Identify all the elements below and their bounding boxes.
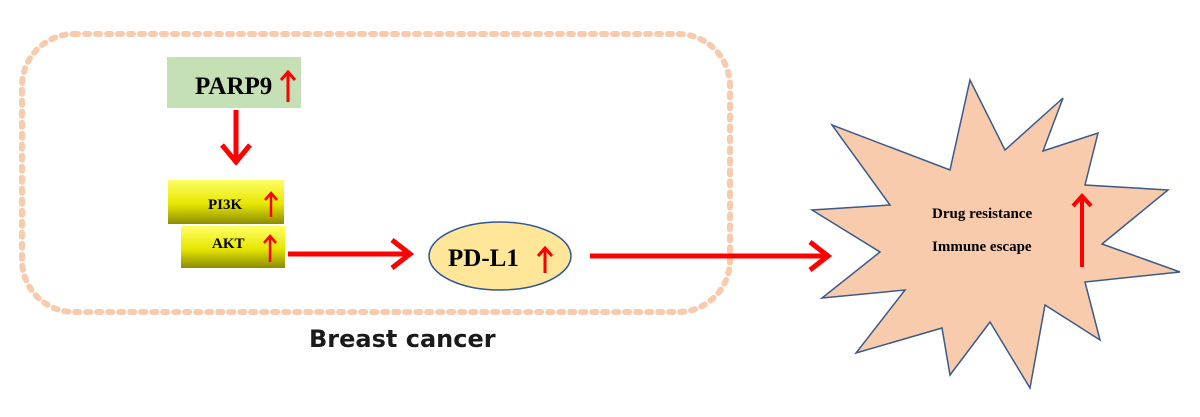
outcome-up-arrow-icon	[1071, 193, 1093, 267]
outcome-starburst	[809, 77, 1181, 391]
pdl1-label: PD-L1	[448, 245, 519, 272]
parp9-node: PARP9	[167, 57, 301, 108]
breast-cancer-label: Breast cancer	[309, 325, 496, 353]
akt-label: AKT	[212, 236, 245, 252]
pdl1-node: PD-L1	[428, 221, 572, 291]
parp9-label: PARP9	[195, 73, 272, 100]
pdl1-up-arrow-icon	[536, 245, 554, 273]
akt-node: AKT	[181, 226, 285, 268]
immune-escape-label: Immune escape	[932, 239, 1032, 255]
akt-up-arrow-icon	[263, 234, 277, 262]
parp9-to-pi3k-arrow	[220, 110, 252, 166]
pi3k-label: PI3K	[208, 197, 243, 213]
pdl1-to-outcome-arrow	[590, 240, 833, 272]
akt-to-pdl1-arrow	[288, 238, 415, 270]
drug-resistance-label: Drug resistance	[932, 206, 1032, 222]
pi3k-node: PI3K	[168, 180, 284, 224]
parp9-up-arrow-icon	[279, 69, 297, 102]
breast-cancer-region	[19, 31, 733, 315]
pi3k-up-arrow-icon	[264, 191, 278, 217]
